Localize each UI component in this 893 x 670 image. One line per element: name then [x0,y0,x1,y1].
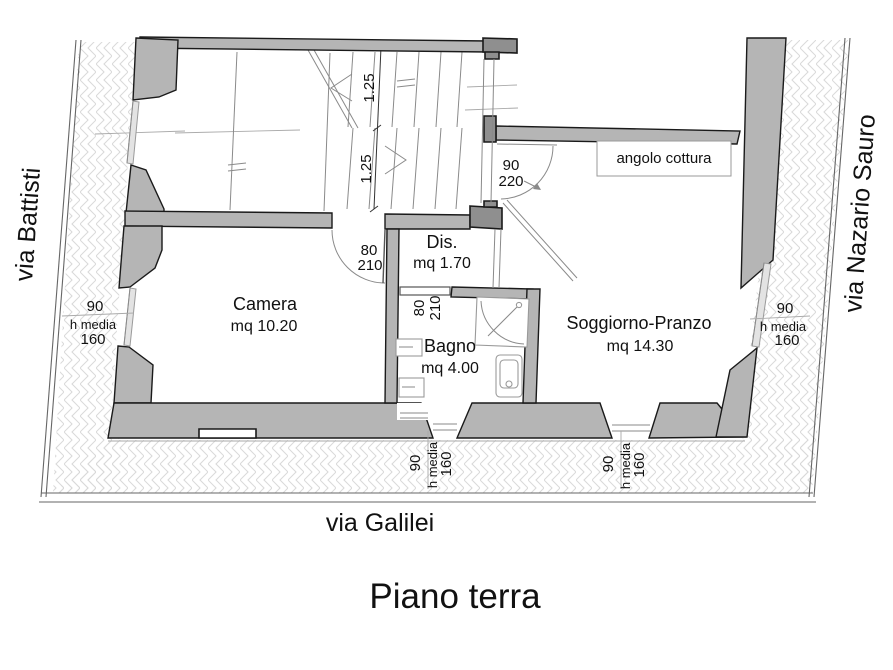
svg-text:160: 160 [438,451,455,476]
walls [107,36,787,439]
door-camera [331,229,386,284]
room-camera-name: Camera [233,294,298,314]
sink [395,338,423,357]
stair-arrow-down [384,145,407,175]
entry-step [198,428,257,439]
window-south-2 [612,424,650,432]
stair-dim-upper: 1.25 [361,73,378,102]
door-bagno [399,286,451,296]
svg-text:h media: h media [618,442,633,489]
window-bagno-south [397,403,430,420]
page-title: Piano terra [369,577,541,616]
street-right: via Nazario Sauro [839,113,881,313]
window-right-label: 90 h media 160 [749,300,811,349]
window-stairwell [126,100,140,165]
door-camera-height: 210 [357,257,382,274]
window-south1-label: 90 h media 160 [407,431,455,489]
bidet [398,377,425,398]
window-south-1 [433,423,457,431]
room-dis-area: mq 1.70 [413,255,471,272]
door-camera-width: 80 [361,242,378,259]
shower [474,296,530,348]
svg-text:h media: h media [425,441,440,488]
svg-text:90: 90 [407,455,424,472]
window-south2-label: 90 h media 160 [600,431,648,489]
kitchen-corner [596,140,732,177]
stair-arrow-up [330,73,353,102]
room-soggiorno-area: mq 14.30 [607,338,674,355]
room-soggiorno-name: Soggiorno-Pranzo [566,313,711,333]
svg-text:160: 160 [631,452,648,477]
svg-text:90: 90 [600,456,617,473]
svg-text:160: 160 [774,332,799,349]
door-entrance [500,145,578,282]
window-left-label: 90 h media 160 [61,298,135,348]
svg-text:90: 90 [777,300,794,317]
svg-text:90: 90 [87,298,104,315]
fixtures [395,140,732,398]
pilaster-mid [469,205,503,230]
room-bagno-name: Bagno [424,336,476,356]
door-entrance-height: 220 [498,173,523,190]
staircase: 1.25 1.25 [227,43,463,213]
street-left: via Battisti [10,167,46,283]
room-cottura-name: angolo cottura [616,150,712,167]
svg-text:h media: h media [70,317,117,332]
door-bagno-height: 210 [427,295,444,320]
survey-ticks [94,84,519,135]
svg-text:160: 160 [80,331,105,348]
pilaster-top [482,37,518,54]
room-bagno-area: mq 4.00 [421,360,479,377]
svg-text:h media: h media [760,319,807,334]
door-entrance-width: 90 [503,157,520,174]
stair-dim-lower: 1.25 [358,154,375,183]
dimension-labels: 90 220 80 210 80 210 90 h media 160 90 h… [61,157,811,489]
toilet [495,354,523,398]
room-camera-area: mq 10.20 [231,318,298,335]
street-bottom: via Galilei [326,509,434,537]
door-bagno-width: 80 [411,300,428,317]
windows [123,100,772,432]
property-boundary [39,37,851,503]
sidewalk-hatch [53,40,849,493]
room-labels: Camera mq 10.20 Dis. mq 1.70 Bagno mq 4.… [231,150,713,377]
doors [331,145,578,296]
room-dis-name: Dis. [427,232,458,252]
window-camera-left [123,287,137,347]
